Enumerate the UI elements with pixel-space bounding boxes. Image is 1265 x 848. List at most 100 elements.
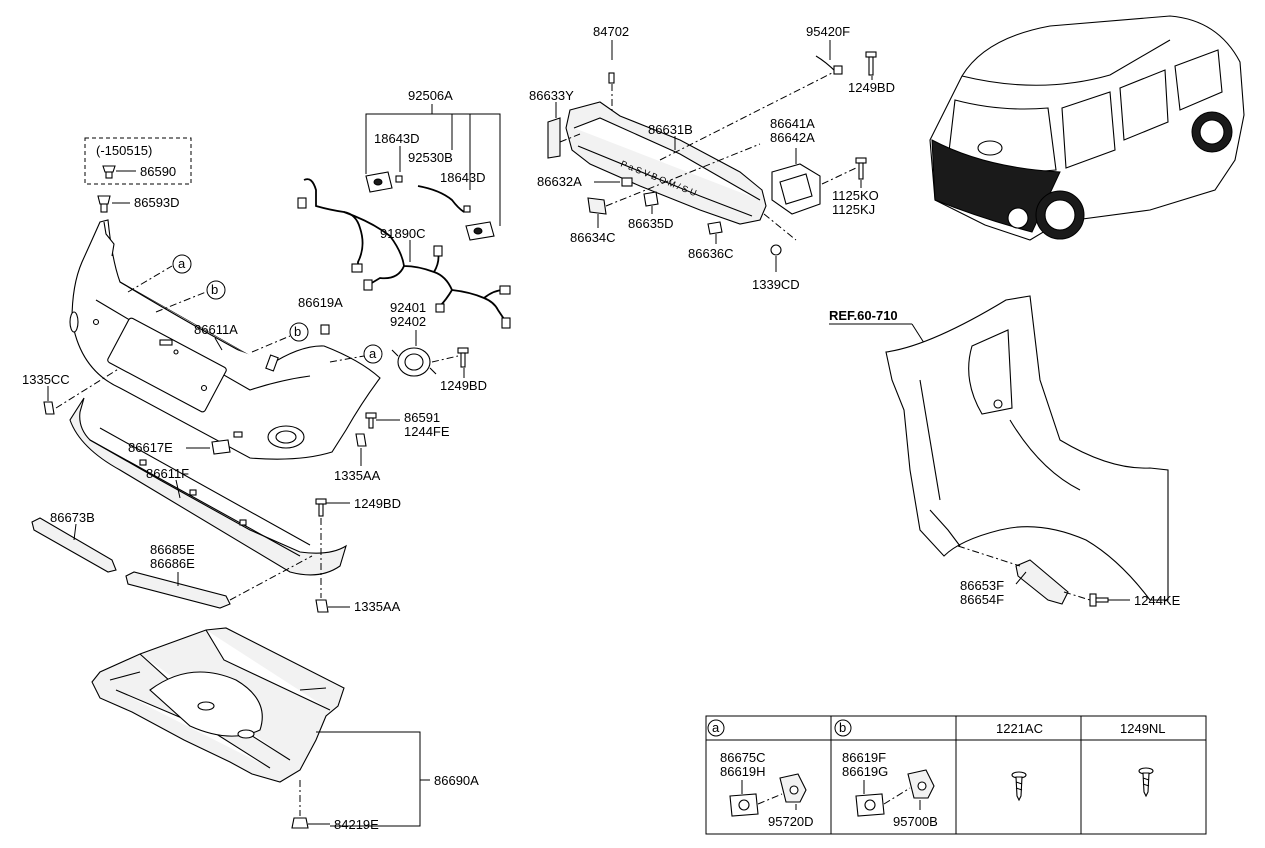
bolt-1249BD-low (315, 498, 327, 517)
label-1244FE: 1244FE (404, 424, 450, 439)
legend-header-1249NL: 1249NL (1120, 721, 1166, 736)
svg-text:b: b (211, 282, 218, 297)
bolt-1244KE (1089, 593, 1109, 607)
legend-b-95700B: 95700B (893, 814, 938, 829)
pad-86617E (211, 439, 231, 455)
clip-84702 (608, 72, 615, 84)
label-92401: 92401 (390, 300, 426, 315)
label-86654F: 86654F (960, 592, 1004, 607)
label-1339CD: 1339CD (752, 277, 800, 292)
label-86591: 86591 (404, 410, 440, 425)
garnish-86685E (125, 571, 231, 609)
legend-a-95720D: 95720D (768, 814, 814, 829)
callout-a-2 (363, 344, 383, 364)
back-beam-86631B: P a S V B O M / S U (565, 101, 767, 225)
sensor-95420F (815, 55, 843, 75)
label-86690A: 86690A (434, 773, 479, 788)
under-cover-86690A (91, 627, 345, 783)
label-86686E: 86686E (150, 556, 195, 571)
legend-a-86619H: 86619H (720, 764, 766, 779)
ref-60-710: REF.60-710 (829, 308, 898, 323)
label-86642A: 86642A (770, 130, 815, 145)
label-92530B: 92530B (408, 150, 453, 165)
label-95420F: 95420F (806, 24, 850, 39)
label-1125KJ: 1125KJ (832, 202, 875, 217)
bracket-86641A (771, 163, 821, 215)
label-86653F: 86653F (960, 578, 1004, 593)
quarter-panel (885, 295, 1169, 601)
license-lamp-right (465, 221, 495, 241)
pad-86634C (587, 197, 607, 215)
legend-header-1221AC: 1221AC (996, 721, 1043, 736)
lower-diffuser-86611F (69, 397, 347, 576)
label-86636C: 86636C (688, 246, 734, 261)
label-86641A: 86641A (770, 116, 815, 131)
label-150515: (-150515) (96, 143, 152, 158)
legend-header-a: a (712, 720, 720, 735)
nut-1339CD (770, 244, 782, 256)
label-1249BD-low: 1249BD (354, 496, 401, 511)
label-86635D: 86635D (628, 216, 674, 231)
label-92402: 92402 (390, 314, 426, 329)
label-1335AA-a: 1335AA (334, 468, 381, 483)
bolt-1125KO (855, 157, 867, 180)
socket-18643D-a (395, 175, 403, 183)
svg-text:a: a (369, 346, 377, 361)
svg-text:a: a (178, 256, 186, 271)
license-lamp-left (365, 171, 393, 193)
label-86611A: 86611A (194, 322, 238, 337)
bolt-1249BD-top (865, 51, 877, 76)
bolt-1249BD-mid (457, 347, 469, 368)
clip-86590 (102, 165, 116, 179)
pad-86632A (621, 177, 633, 187)
callout-b (206, 280, 226, 300)
bolt-86591 (365, 412, 377, 429)
label-86611F: 86611F (146, 466, 189, 481)
label-1244KE: 1244KE (1134, 593, 1181, 608)
bracket-86633Y (547, 117, 561, 159)
label-1249BD-top: 1249BD (848, 80, 895, 95)
label-86619A: 86619A (298, 295, 343, 310)
socket-18643D-b (463, 205, 471, 213)
label-1249BD-mid: 1249BD (440, 378, 487, 393)
rear-lamp-92401 (391, 347, 437, 377)
label-86590: 86590 (140, 164, 176, 179)
label-18643D-b: 18643D (440, 170, 486, 185)
pad-86619A (320, 324, 330, 335)
label-1335CC: 1335CC (22, 372, 70, 387)
nut-84219E (291, 817, 309, 829)
label-86631B: 86631B (648, 122, 693, 137)
svg-text:b: b (294, 324, 301, 339)
label-91890C: 91890C (380, 226, 426, 241)
label-86634C: 86634C (570, 230, 616, 245)
sensor-harness-91890C (297, 178, 511, 329)
garnish-86673B (31, 517, 117, 573)
label-1125KO: 1125KO (832, 188, 879, 203)
vehicle-illustration (929, 15, 1245, 241)
pad-86636C (707, 221, 723, 235)
bracket-86653F (1015, 559, 1069, 605)
legend-table: a b 1221AC 1249NL 86675C 86619H 95720D 8… (705, 715, 1207, 835)
bumper-cover-86611A (69, 219, 381, 460)
label-86685E: 86685E (150, 542, 195, 557)
screw-1249NL (1138, 767, 1154, 798)
label-86593D: 86593D (134, 195, 180, 210)
clip-1335AA-a (355, 433, 367, 447)
legend-b-86619F: 86619F (842, 750, 886, 765)
label-84702: 84702 (593, 24, 629, 39)
label-86633Y: 86633Y (529, 88, 574, 103)
clip-1335CC (43, 401, 55, 415)
label-86632A: 86632A (537, 174, 582, 189)
clip-86593D (97, 195, 111, 213)
label-18643D-a: 18643D (374, 131, 420, 146)
callout-a (172, 254, 192, 274)
date-range-box (84, 137, 192, 185)
label-1335AA-b: 1335AA (354, 599, 401, 614)
callout-b-2 (289, 322, 309, 342)
label-92506A: 92506A (408, 88, 453, 103)
label-86617E: 86617E (128, 440, 173, 455)
label-84219E: 84219E (334, 817, 379, 832)
pad-86635D (643, 191, 659, 207)
legend-header-b: b (839, 720, 846, 735)
